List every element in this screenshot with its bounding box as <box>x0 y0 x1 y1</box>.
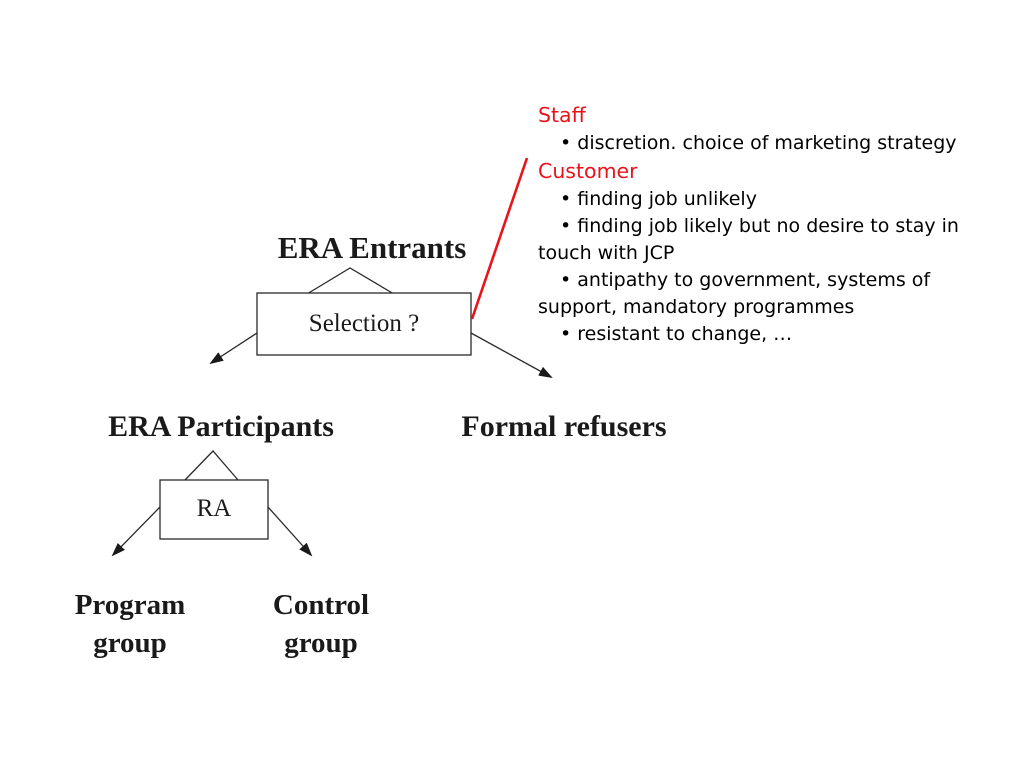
selection-box <box>256 292 472 356</box>
bullet: • <box>560 323 572 345</box>
customer-item-text: resistant to change, … <box>577 323 793 345</box>
customer-heading: Customer <box>538 159 638 183</box>
staff-item-text: discretion. choice of marketing strategy <box>577 132 957 154</box>
staff-item: • discretion. choice of marketing strate… <box>538 130 1008 157</box>
era-participants-label: ERA Participants <box>108 410 334 443</box>
notes-panel: Staff • discretion. choice of marketing … <box>538 101 1008 348</box>
bullet: • <box>560 132 572 154</box>
entrants-connector <box>306 267 395 295</box>
ra-box <box>159 479 269 540</box>
selection-label: Selection ? <box>309 310 419 337</box>
arrow-to-program-group <box>111 506 161 557</box>
control-group-label-line2: group <box>284 627 358 659</box>
bullet: • <box>560 188 572 210</box>
customer-item: • finding job likely but no desire to st… <box>538 213 1008 267</box>
callout-line <box>470 157 529 320</box>
customer-item: • antipathy to government, systems of su… <box>538 267 1008 321</box>
customer-item-text: finding job unlikely <box>577 188 757 210</box>
arrow-to-control-group <box>267 506 313 557</box>
program-group-label-line2: group <box>93 627 167 659</box>
customer-item-continuation: touch with JCP <box>538 242 675 264</box>
customer-item: • resistant to change, … <box>538 321 1008 348</box>
participants-connector <box>184 450 239 481</box>
arrow-to-refusers <box>470 332 553 378</box>
ra-label: RA <box>197 495 232 522</box>
era-entrants-label: ERA Entrants <box>278 230 467 265</box>
program-group-label-line1: Program <box>75 589 186 621</box>
formal-refusers-label: Formal refusers <box>461 410 666 443</box>
staff-heading: Staff <box>538 103 586 127</box>
arrow-to-participants <box>209 332 258 365</box>
customer-item: • finding job unlikely <box>538 186 1008 213</box>
bullet: • <box>560 215 572 237</box>
customer-item-continuation: support, mandatory programmes <box>538 296 855 318</box>
customer-item-text: finding job likely but no desire to stay… <box>577 215 959 237</box>
control-group-label-line1: Control <box>273 589 369 621</box>
customer-item-text: antipathy to government, systems of <box>577 269 931 291</box>
bullet: • <box>560 269 572 291</box>
